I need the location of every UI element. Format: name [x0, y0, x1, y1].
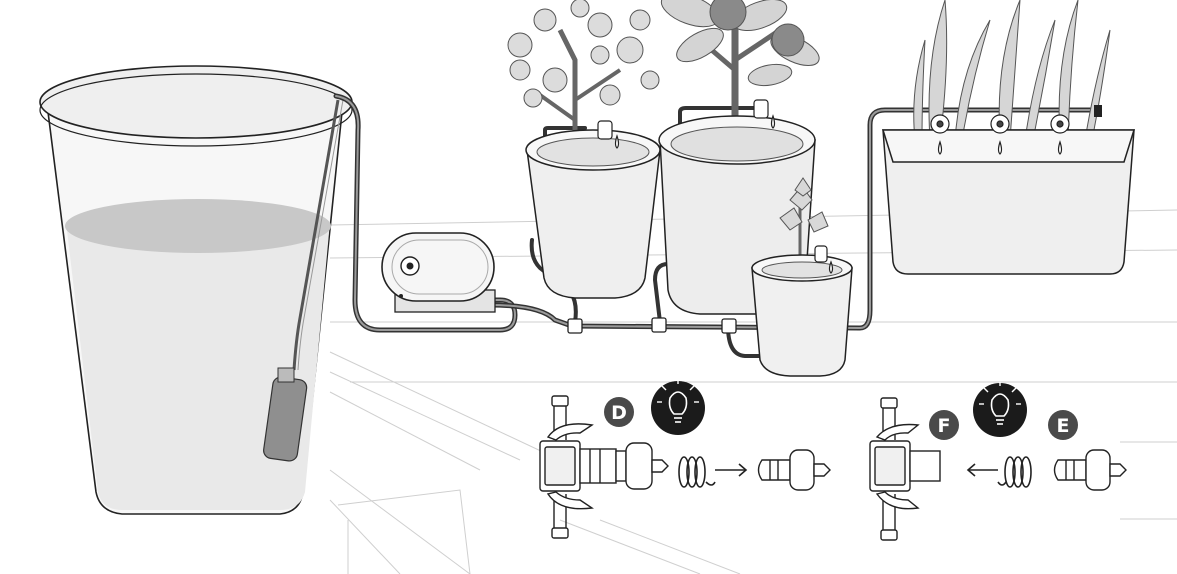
rotate-arrow-icon	[678, 456, 748, 488]
tee-connectors	[567, 317, 737, 334]
badge-d-label: D	[611, 402, 627, 424]
pot-left-tree	[507, 0, 661, 299]
lightbulb-icon-right	[973, 382, 1027, 437]
pump-unit	[381, 232, 496, 313]
pot-small-basil	[751, 177, 853, 377]
badge-f: F	[929, 410, 959, 440]
badge-e-label: E	[1057, 415, 1070, 437]
dripper-part-right	[1053, 449, 1127, 491]
badge-f-label: F	[938, 415, 951, 437]
dripper-part-left	[757, 449, 831, 491]
badge-d: D	[604, 397, 634, 427]
rotate-arrow-icon-right	[966, 456, 1032, 488]
badge-e: E	[1048, 410, 1078, 440]
water-bucket	[39, 65, 353, 515]
planter-box	[881, 0, 1136, 275]
lightbulb-icon	[651, 380, 705, 435]
connector-detail-right	[869, 397, 941, 541]
connector-detail-left	[539, 395, 669, 539]
